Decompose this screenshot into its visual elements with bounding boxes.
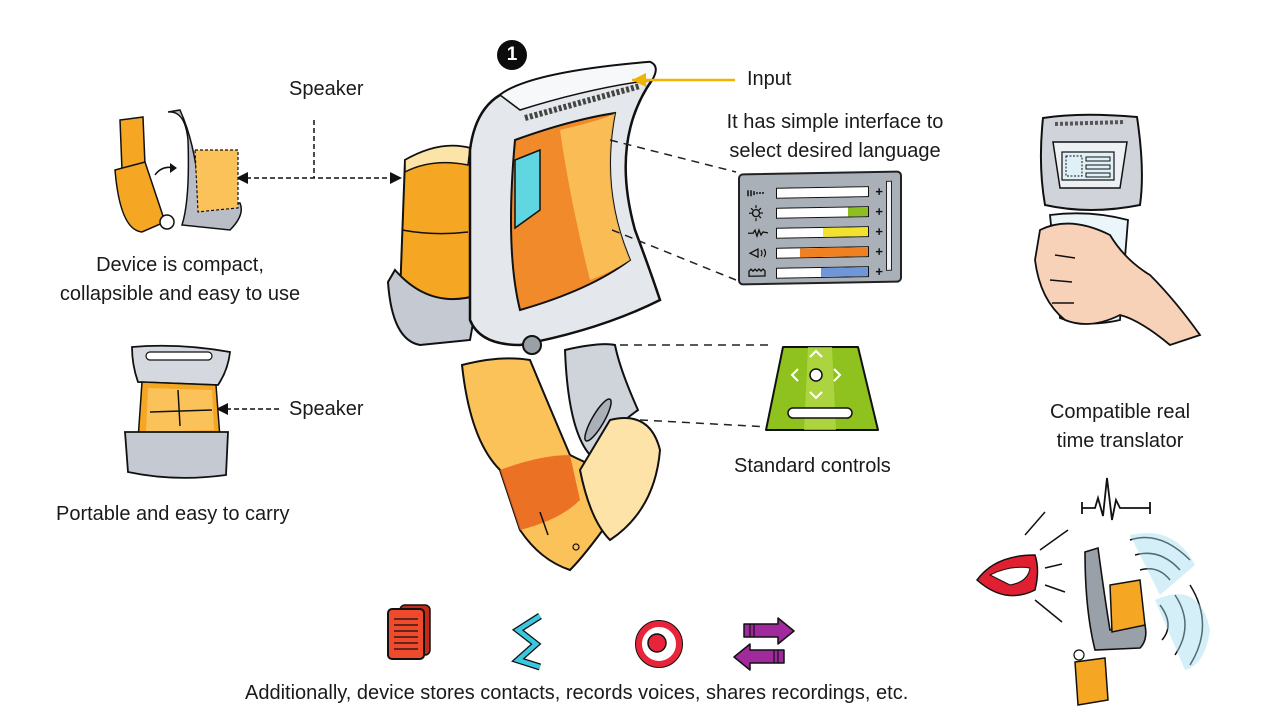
language-interface-panel: +++++ [738, 170, 902, 286]
compact-line-1: Device is compact, [96, 254, 264, 276]
translator-line-1: Compatible real [1049, 401, 1191, 423]
controls-label: Standard controls [734, 455, 891, 477]
share-arrows-icon [733, 617, 795, 671]
control-right-arrow [833, 368, 842, 382]
radio-waves-icon [1129, 536, 1204, 666]
control-pad [563, 343, 640, 457]
signal-bars-icon [747, 190, 764, 197]
control-center-button [809, 368, 823, 382]
compact-line-2: collapsible and easy to use [59, 283, 301, 305]
brightness-icon [749, 205, 763, 222]
voice-wave-icon [511, 613, 542, 671]
waveform-icon [748, 228, 769, 239]
hinge [522, 335, 542, 355]
volume-icon [748, 248, 767, 259]
footer-description: Additionally, device stores contacts, re… [245, 682, 909, 704]
control-down-arrow [809, 391, 823, 400]
translator-line-2: time translator [1056, 430, 1184, 452]
pulse-waveform-icon [1082, 477, 1150, 521]
step-number-badge: 1 [497, 40, 527, 70]
language-setting-row[interactable]: + [748, 201, 883, 223]
contacts-icon [387, 604, 431, 660]
speaker-label-top: Speaker [289, 78, 364, 100]
interface-line-2: select desired language [729, 140, 941, 162]
speaker-label-bottom: Speaker [289, 398, 364, 420]
input-label: Input [747, 68, 792, 90]
interface-description: It has simple interface to select desire… [700, 108, 970, 166]
language-setting-row[interactable]: + [747, 181, 883, 203]
language-setting-row[interactable]: + [748, 221, 883, 243]
control-bar-button [787, 407, 853, 419]
language-setting-row[interactable]: + [748, 261, 883, 283]
bass-icon [748, 268, 766, 277]
portable-label: Portable and easy to carry [56, 503, 290, 525]
control-up-arrow [809, 349, 823, 358]
panel-rows: +++++ [747, 181, 883, 283]
interface-line-1: It has simple interface to [726, 111, 944, 133]
control-left-arrow [790, 368, 799, 382]
sound-lines [1024, 511, 1069, 623]
compact-description: Device is compact, collapsible and easy … [50, 251, 310, 309]
record-icon [635, 620, 683, 668]
lips-icon [975, 554, 1039, 597]
language-setting-row[interactable]: + [748, 241, 883, 263]
translator-description: Compatible real time translator [1000, 398, 1240, 456]
